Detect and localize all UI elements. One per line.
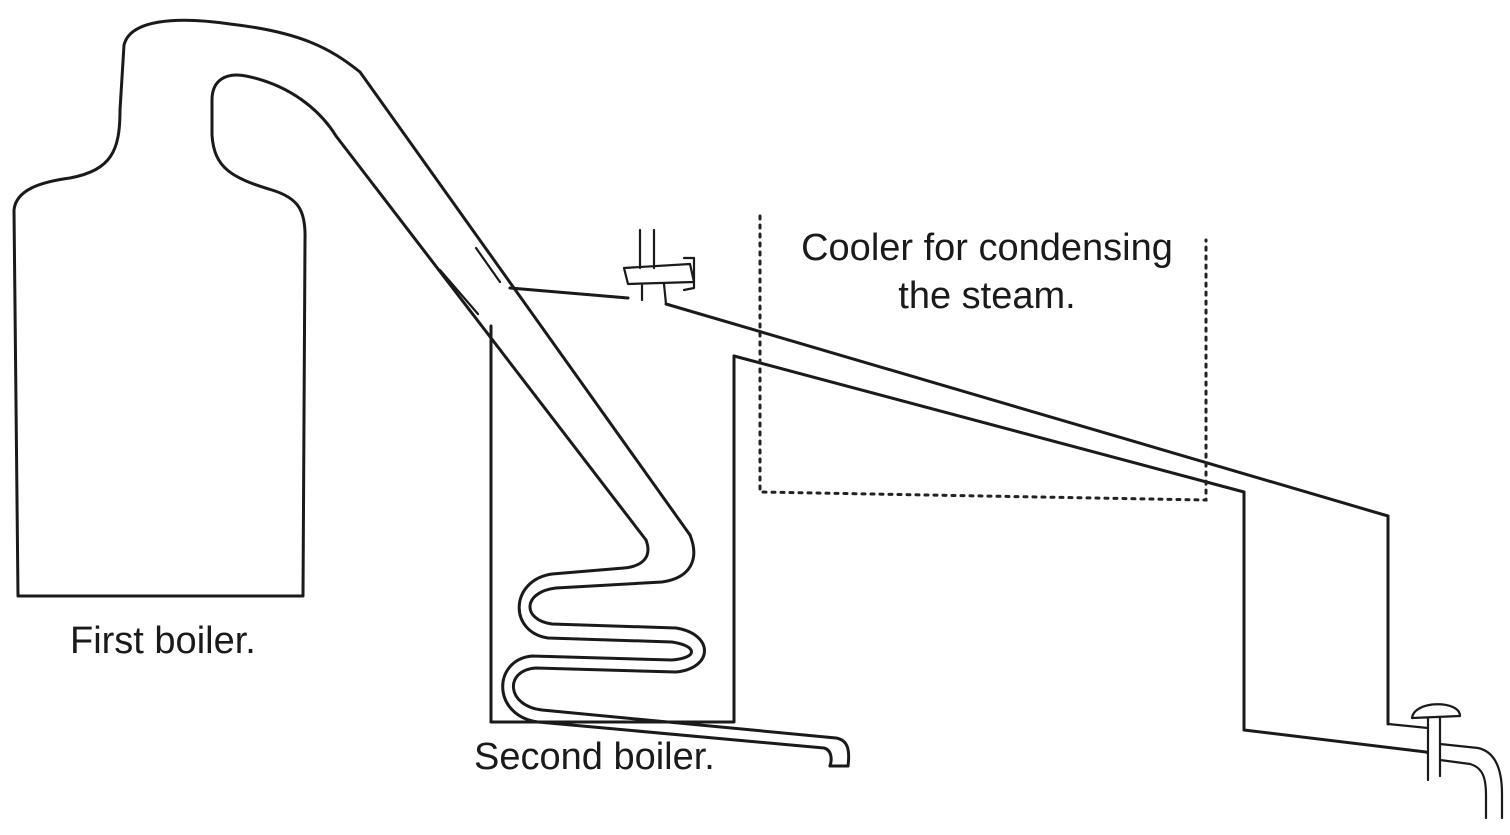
cooler-label-line-1: Cooler for condensing — [801, 227, 1173, 269]
condenser-pipe-upper — [664, 302, 1390, 518]
pipe-sleeve-mark — [438, 246, 502, 316]
cooler-outline — [758, 214, 1208, 502]
cooler-label: Cooler for condensing the steam. — [783, 224, 1191, 320]
cooler-label-line-2: the steam. — [898, 275, 1076, 317]
first-boiler-label: First boiler. — [70, 620, 256, 662]
top-valve — [622, 228, 696, 306]
second-boiler-label: Second boiler. — [474, 736, 715, 778]
condenser-pipe-lower — [732, 354, 1246, 494]
connecting-pipe-outer — [511, 533, 851, 768]
second-boiler-vessel — [489, 286, 736, 724]
outlet-tap — [1386, 703, 1504, 820]
receiver-tank — [1242, 490, 1428, 754]
first-boiler-vessel — [12, 18, 692, 598]
connecting-pipe-inner — [501, 538, 833, 768]
